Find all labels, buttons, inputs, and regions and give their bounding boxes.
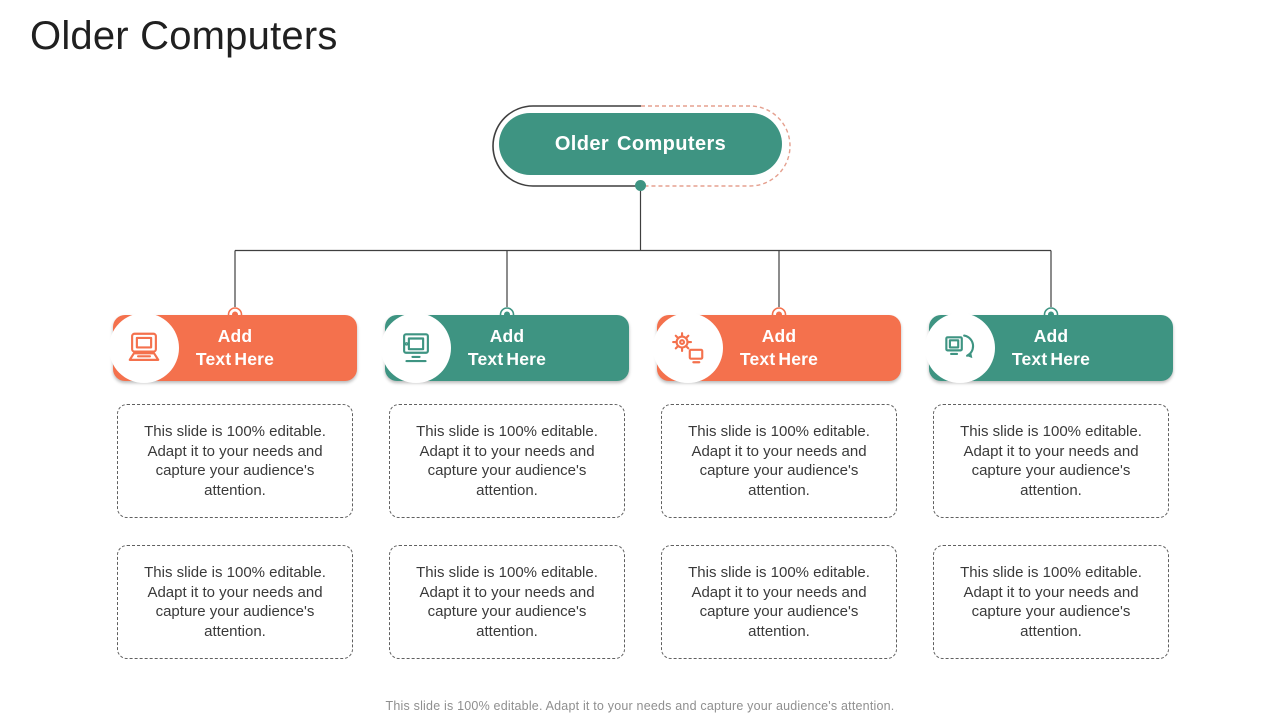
computer-gear-icon — [653, 313, 723, 383]
text-placeholder-box[interactable]: This slide is 100% editable. Adapt it to… — [933, 545, 1169, 659]
vintage-computer-icon — [109, 313, 179, 383]
root-outline-dashed — [641, 105, 791, 187]
slide-footer-note: This slide is 100% editable. Adapt it to… — [385, 699, 895, 713]
text-placeholder-box[interactable]: This slide is 100% editable. Adapt it to… — [933, 404, 1169, 518]
root-connector-dot — [635, 180, 646, 191]
root-node[interactable]: Older Computers — [499, 113, 782, 175]
branch-column-3: Add Text Here This slide is 100% editabl… — [653, 313, 901, 659]
text-placeholder-box[interactable]: This slide is 100% editable. Adapt it to… — [117, 404, 353, 518]
branch-header-3[interactable]: Add Text Here — [653, 313, 901, 383]
branch-column-1: Add Text Here This slide is 100% editabl… — [109, 313, 357, 659]
branch-header-2[interactable]: Add Text Here — [381, 313, 629, 383]
page-title[interactable]: Older Computers — [30, 14, 338, 58]
branch-header-label: Add Text Here — [739, 326, 819, 369]
branch-header-label: Add Text Here — [467, 326, 547, 369]
branch-column-4: Add Text Here This slide is 100% editabl… — [925, 313, 1173, 659]
branch-header-4[interactable]: Add Text Here — [925, 313, 1173, 383]
branch-header-1[interactable]: Add Text Here — [109, 313, 357, 383]
computer-refresh-icon — [925, 313, 995, 383]
text-placeholder-box[interactable]: This slide is 100% editable. Adapt it to… — [661, 545, 897, 659]
root-outline-solid — [492, 105, 641, 187]
text-placeholder-box[interactable]: This slide is 100% editable. Adapt it to… — [389, 404, 625, 518]
text-placeholder-box[interactable]: This slide is 100% editable. Adapt it to… — [661, 404, 897, 518]
retro-desktop-icon — [381, 313, 451, 383]
branch-header-label: Add Text Here — [1011, 326, 1091, 369]
text-placeholder-box[interactable]: This slide is 100% editable. Adapt it to… — [389, 545, 625, 659]
branch-header-label: Add Text Here — [195, 326, 275, 369]
text-placeholder-box[interactable]: This slide is 100% editable. Adapt it to… — [117, 545, 353, 659]
branch-column-2: Add Text Here This slide is 100% editabl… — [381, 313, 629, 659]
root-node-label: Older Computers — [554, 132, 727, 155]
